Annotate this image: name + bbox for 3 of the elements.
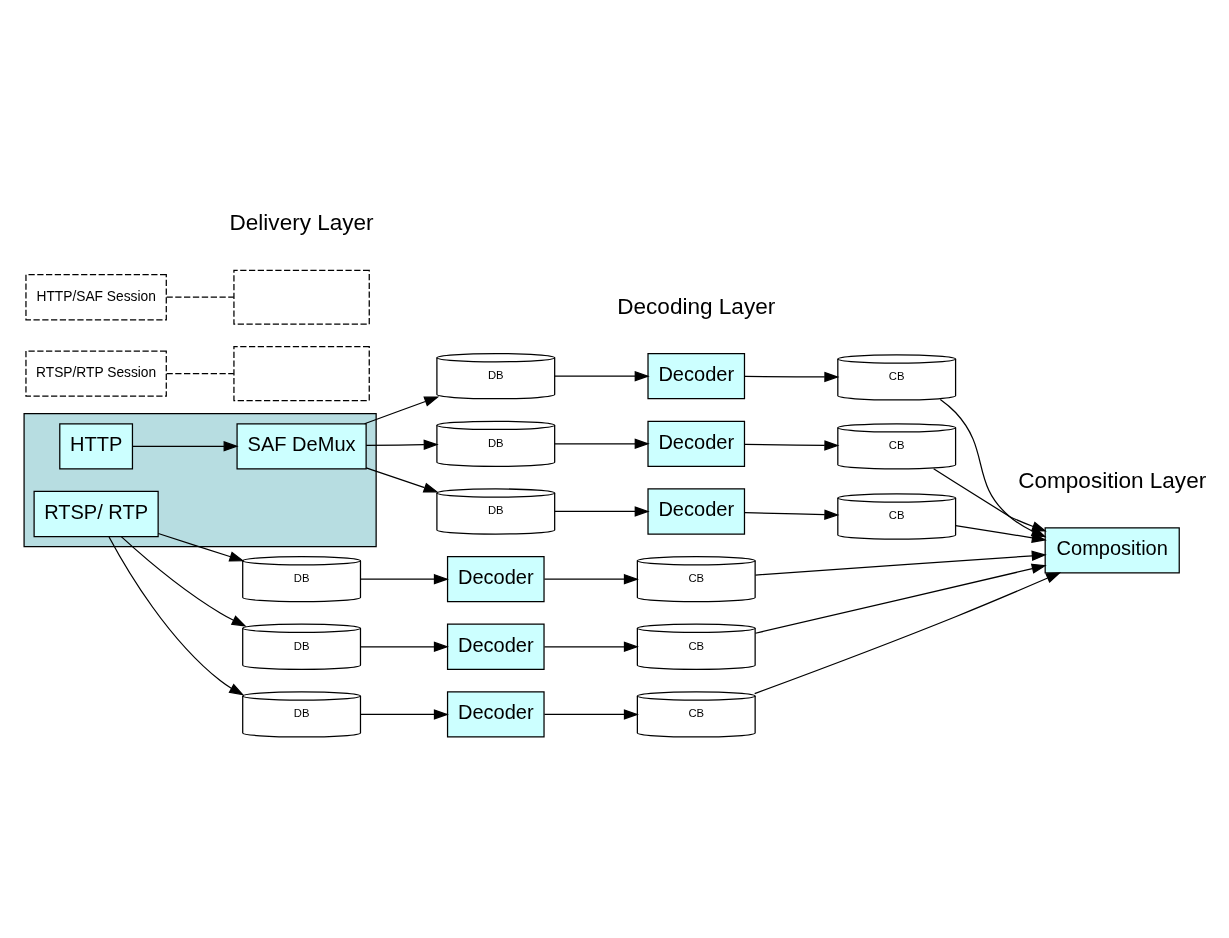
label: Composition Layer <box>1018 467 1207 493</box>
label: Decoding Layer <box>617 293 776 319</box>
label: Delivery Layer <box>229 209 374 235</box>
